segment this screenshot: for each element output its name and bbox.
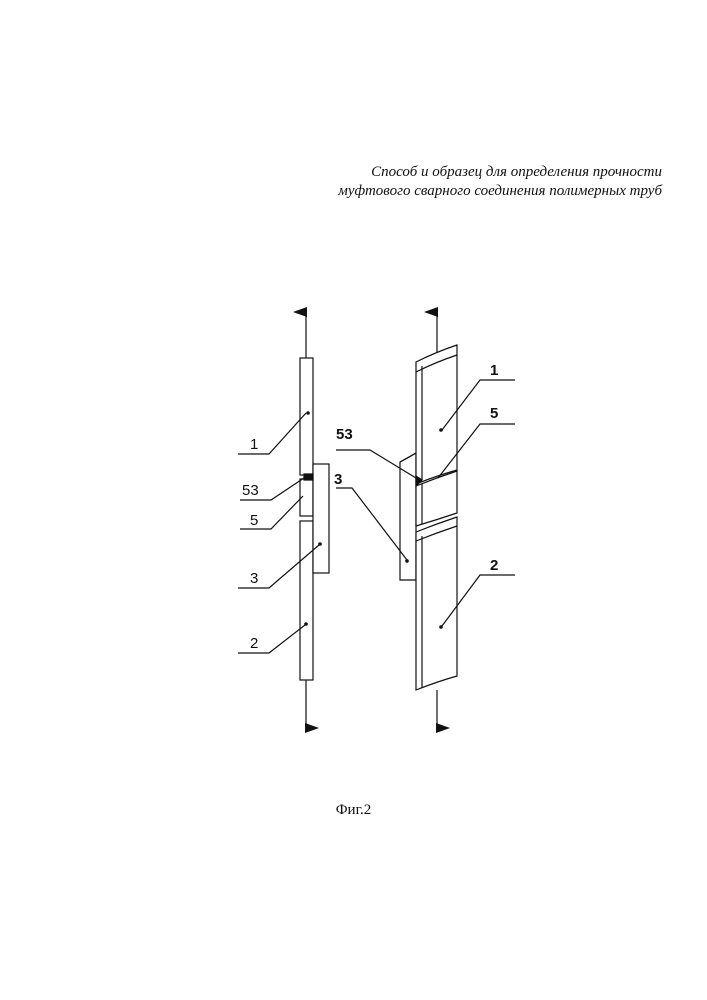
side-label-53: 53 — [242, 482, 259, 499]
side-leader-1 — [238, 413, 306, 454]
side-dot-1 — [306, 411, 310, 415]
side-part-2 — [300, 521, 313, 680]
side-label-5: 5 — [250, 512, 258, 529]
iso-view — [336, 312, 515, 728]
iso-label-2: 2 — [490, 557, 498, 574]
iso-label-1: 1 — [490, 362, 498, 379]
iso-label-53: 53 — [336, 426, 353, 443]
side-label-2: 2 — [250, 635, 258, 652]
iso-label-5: 5 — [490, 405, 498, 422]
side-label-1: 1 — [250, 436, 258, 453]
side-part-1 — [300, 358, 313, 475]
side-weld-53 — [304, 474, 313, 480]
side-leader-2 — [238, 625, 305, 653]
side-part-3 — [313, 464, 329, 573]
side-label-3b: 3 — [250, 570, 258, 587]
side-label-3: 3 — [334, 471, 342, 488]
iso-leader-3 — [336, 488, 407, 560]
figure-caption: Фиг.2 — [0, 802, 707, 819]
